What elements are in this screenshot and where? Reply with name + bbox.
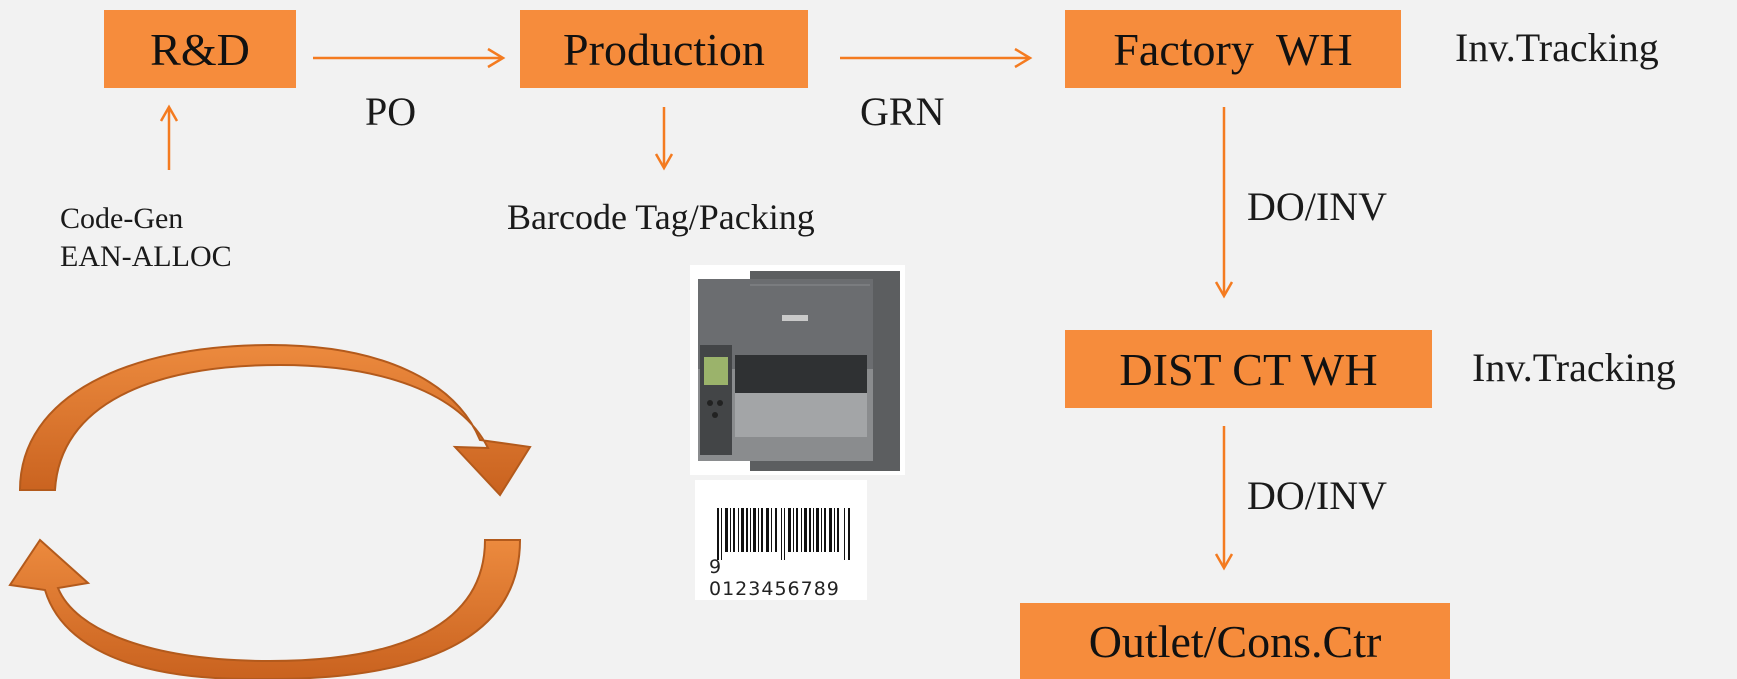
note-code-gen: Code-Gen — [60, 202, 184, 235]
edge-label-do-inv-2: DO/INV — [1247, 473, 1387, 518]
note-inv-tracking-1: Inv.Tracking — [1455, 25, 1659, 70]
node-factory-wh: Factory WH — [1065, 10, 1401, 88]
arrow-down-dist — [1214, 426, 1234, 571]
barcode-number: 9 0123456789 — [709, 556, 840, 600]
barcode-image: 9 0123456789 — [695, 480, 867, 600]
arrow-down-production — [654, 107, 674, 171]
arrow-grn — [840, 47, 1033, 69]
arrow-up-rnd — [159, 104, 179, 170]
note-barcode-tag: Barcode Tag/Packing — [507, 197, 815, 237]
cycle-arrows-icon — [8, 343, 532, 679]
barcode-bars — [717, 508, 850, 560]
node-rnd: R&D — [104, 10, 296, 88]
node-outlet: Outlet/Cons.Ctr — [1020, 603, 1450, 679]
node-production: Production — [520, 10, 808, 88]
note-inv-tracking-2: Inv.Tracking — [1472, 345, 1676, 390]
edge-label-do-inv-1: DO/INV — [1247, 184, 1387, 229]
printer-image — [690, 265, 905, 475]
edge-label-po: PO — [365, 89, 417, 134]
note-ean-alloc: EAN-ALLOC — [60, 240, 232, 273]
node-dist-ct-wh: DIST CT WH — [1065, 330, 1432, 408]
edge-label-grn: GRN — [860, 89, 945, 134]
arrow-down-factory — [1214, 107, 1234, 299]
arrow-po — [313, 47, 506, 69]
